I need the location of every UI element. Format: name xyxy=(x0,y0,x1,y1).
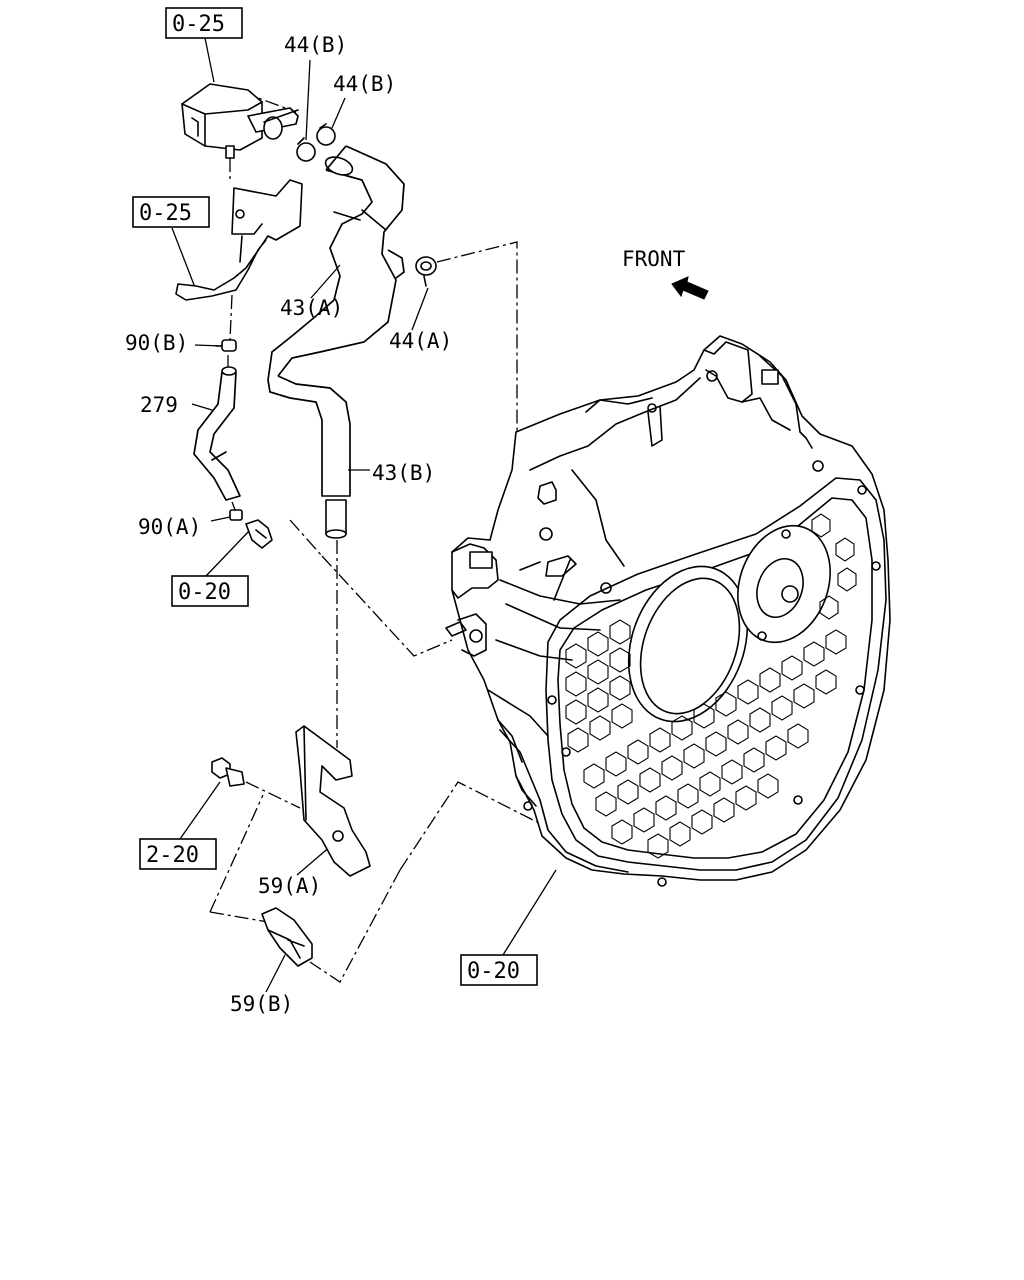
svg-text:0-20: 0-20 xyxy=(467,959,520,984)
clip-90a[interactable] xyxy=(229,509,273,549)
ref-box-bracket[interactable]: 0-25 xyxy=(132,196,210,228)
clamp-44b-pair[interactable] xyxy=(296,123,336,162)
front-arrow-icon xyxy=(671,276,709,300)
svg-text:2-20: 2-20 xyxy=(146,843,199,868)
ref-box-housing[interactable]: 0-20 xyxy=(460,954,538,986)
bracket-59b[interactable] xyxy=(261,907,313,967)
front-label: FRONT xyxy=(622,247,686,271)
honeycomb-left xyxy=(565,619,633,753)
ref-box-sensor[interactable]: 0-25 xyxy=(165,7,243,39)
label-44a: 44(A) xyxy=(389,329,452,353)
label-90a: 90(A) xyxy=(138,515,201,539)
bolt[interactable] xyxy=(211,757,245,787)
sensor-bracket[interactable] xyxy=(175,179,303,301)
pressure-sensor[interactable] xyxy=(181,83,299,159)
bracket-59a[interactable] xyxy=(295,725,371,877)
clip-90b[interactable] xyxy=(215,339,237,352)
honeycomb-bottom xyxy=(583,629,847,859)
ref-box-clip[interactable]: 0-20 xyxy=(171,575,249,607)
ref-box-bolt[interactable]: 2-20 xyxy=(139,838,217,870)
hose-43b[interactable] xyxy=(267,375,351,539)
label-59a: 59(A) xyxy=(258,874,321,898)
hose-43a[interactable] xyxy=(267,145,405,381)
flywheel-housing[interactable] xyxy=(445,335,891,887)
clamp-44a[interactable] xyxy=(415,256,437,287)
svg-text:0-20: 0-20 xyxy=(178,580,231,605)
honeycomb-right xyxy=(811,513,857,620)
label-44b-second: 44(B) xyxy=(333,72,396,96)
svg-text:0-25: 0-25 xyxy=(172,12,225,37)
label-90b: 90(B) xyxy=(125,331,188,355)
leader-lines xyxy=(171,37,557,993)
svg-text:0-25: 0-25 xyxy=(139,201,192,226)
label-279: 279 xyxy=(140,393,178,417)
label-59b: 59(B) xyxy=(230,992,293,1016)
hose-279[interactable] xyxy=(193,366,241,501)
label-44b-top: 44(B) xyxy=(284,33,347,57)
label-43b: 43(B) xyxy=(372,461,435,485)
label-43a: 43(A) xyxy=(280,296,343,320)
